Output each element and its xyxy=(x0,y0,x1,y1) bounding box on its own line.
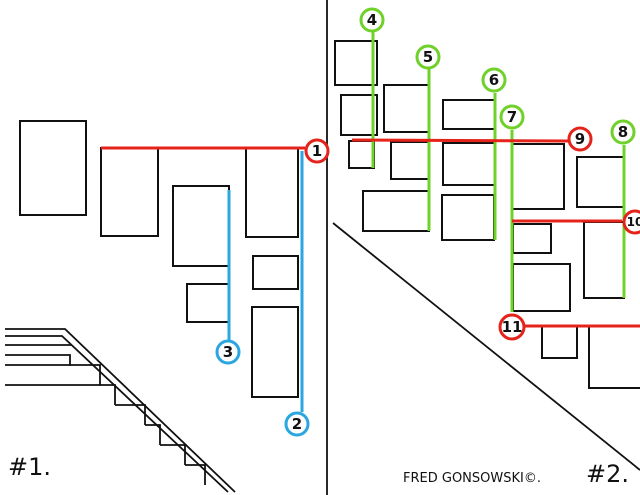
frame xyxy=(512,263,571,312)
marker-5: 5 xyxy=(415,44,441,70)
frame xyxy=(541,325,578,359)
frame xyxy=(383,84,430,133)
frame xyxy=(441,194,495,241)
frame xyxy=(172,185,230,267)
svg-text:9: 9 xyxy=(575,130,585,148)
marker-4: 4 xyxy=(359,7,385,33)
svg-text:1: 1 xyxy=(312,142,322,160)
frame xyxy=(511,143,565,210)
frame xyxy=(583,221,625,299)
frame xyxy=(252,255,299,290)
svg-text:5: 5 xyxy=(423,48,433,66)
marker-3: 3 xyxy=(215,339,241,365)
frame xyxy=(442,142,496,186)
marker-9: 9 xyxy=(567,126,593,152)
svg-text:11: 11 xyxy=(502,318,523,336)
frame xyxy=(340,94,378,136)
frame xyxy=(390,141,430,180)
marker-6: 6 xyxy=(481,67,507,93)
marker-11: 11 xyxy=(498,313,526,341)
frame xyxy=(576,156,625,208)
svg-text:3: 3 xyxy=(223,343,233,361)
frame xyxy=(588,325,640,389)
frame xyxy=(245,147,299,238)
marker-1: 1 xyxy=(304,138,330,164)
guide-line-9 xyxy=(351,138,569,143)
svg-text:6: 6 xyxy=(489,71,499,89)
artist-credit: FRED GONSOWSKI©. xyxy=(403,471,541,486)
frame xyxy=(19,120,87,216)
frame xyxy=(334,40,378,86)
svg-text:10: 10 xyxy=(627,215,640,229)
staircase xyxy=(5,328,236,493)
svg-text:2: 2 xyxy=(292,415,302,433)
frame xyxy=(348,140,375,169)
stair-rail-line xyxy=(332,222,640,471)
panel-2-label: #2. xyxy=(586,460,629,488)
panel-2-frames xyxy=(334,40,640,389)
frame xyxy=(362,190,430,232)
svg-text:7: 7 xyxy=(507,108,517,126)
frame xyxy=(100,147,159,237)
marker-10: 10 xyxy=(622,209,640,235)
frame xyxy=(186,283,230,323)
frame xyxy=(251,306,299,398)
marker-7: 7 xyxy=(499,104,525,130)
frame xyxy=(512,223,552,254)
marker-8: 8 xyxy=(610,119,636,145)
frame xyxy=(442,99,496,130)
panel-1-label: #1. xyxy=(8,453,51,481)
marker-2: 2 xyxy=(284,411,310,437)
svg-text:4: 4 xyxy=(367,11,377,29)
svg-text:8: 8 xyxy=(618,123,628,141)
